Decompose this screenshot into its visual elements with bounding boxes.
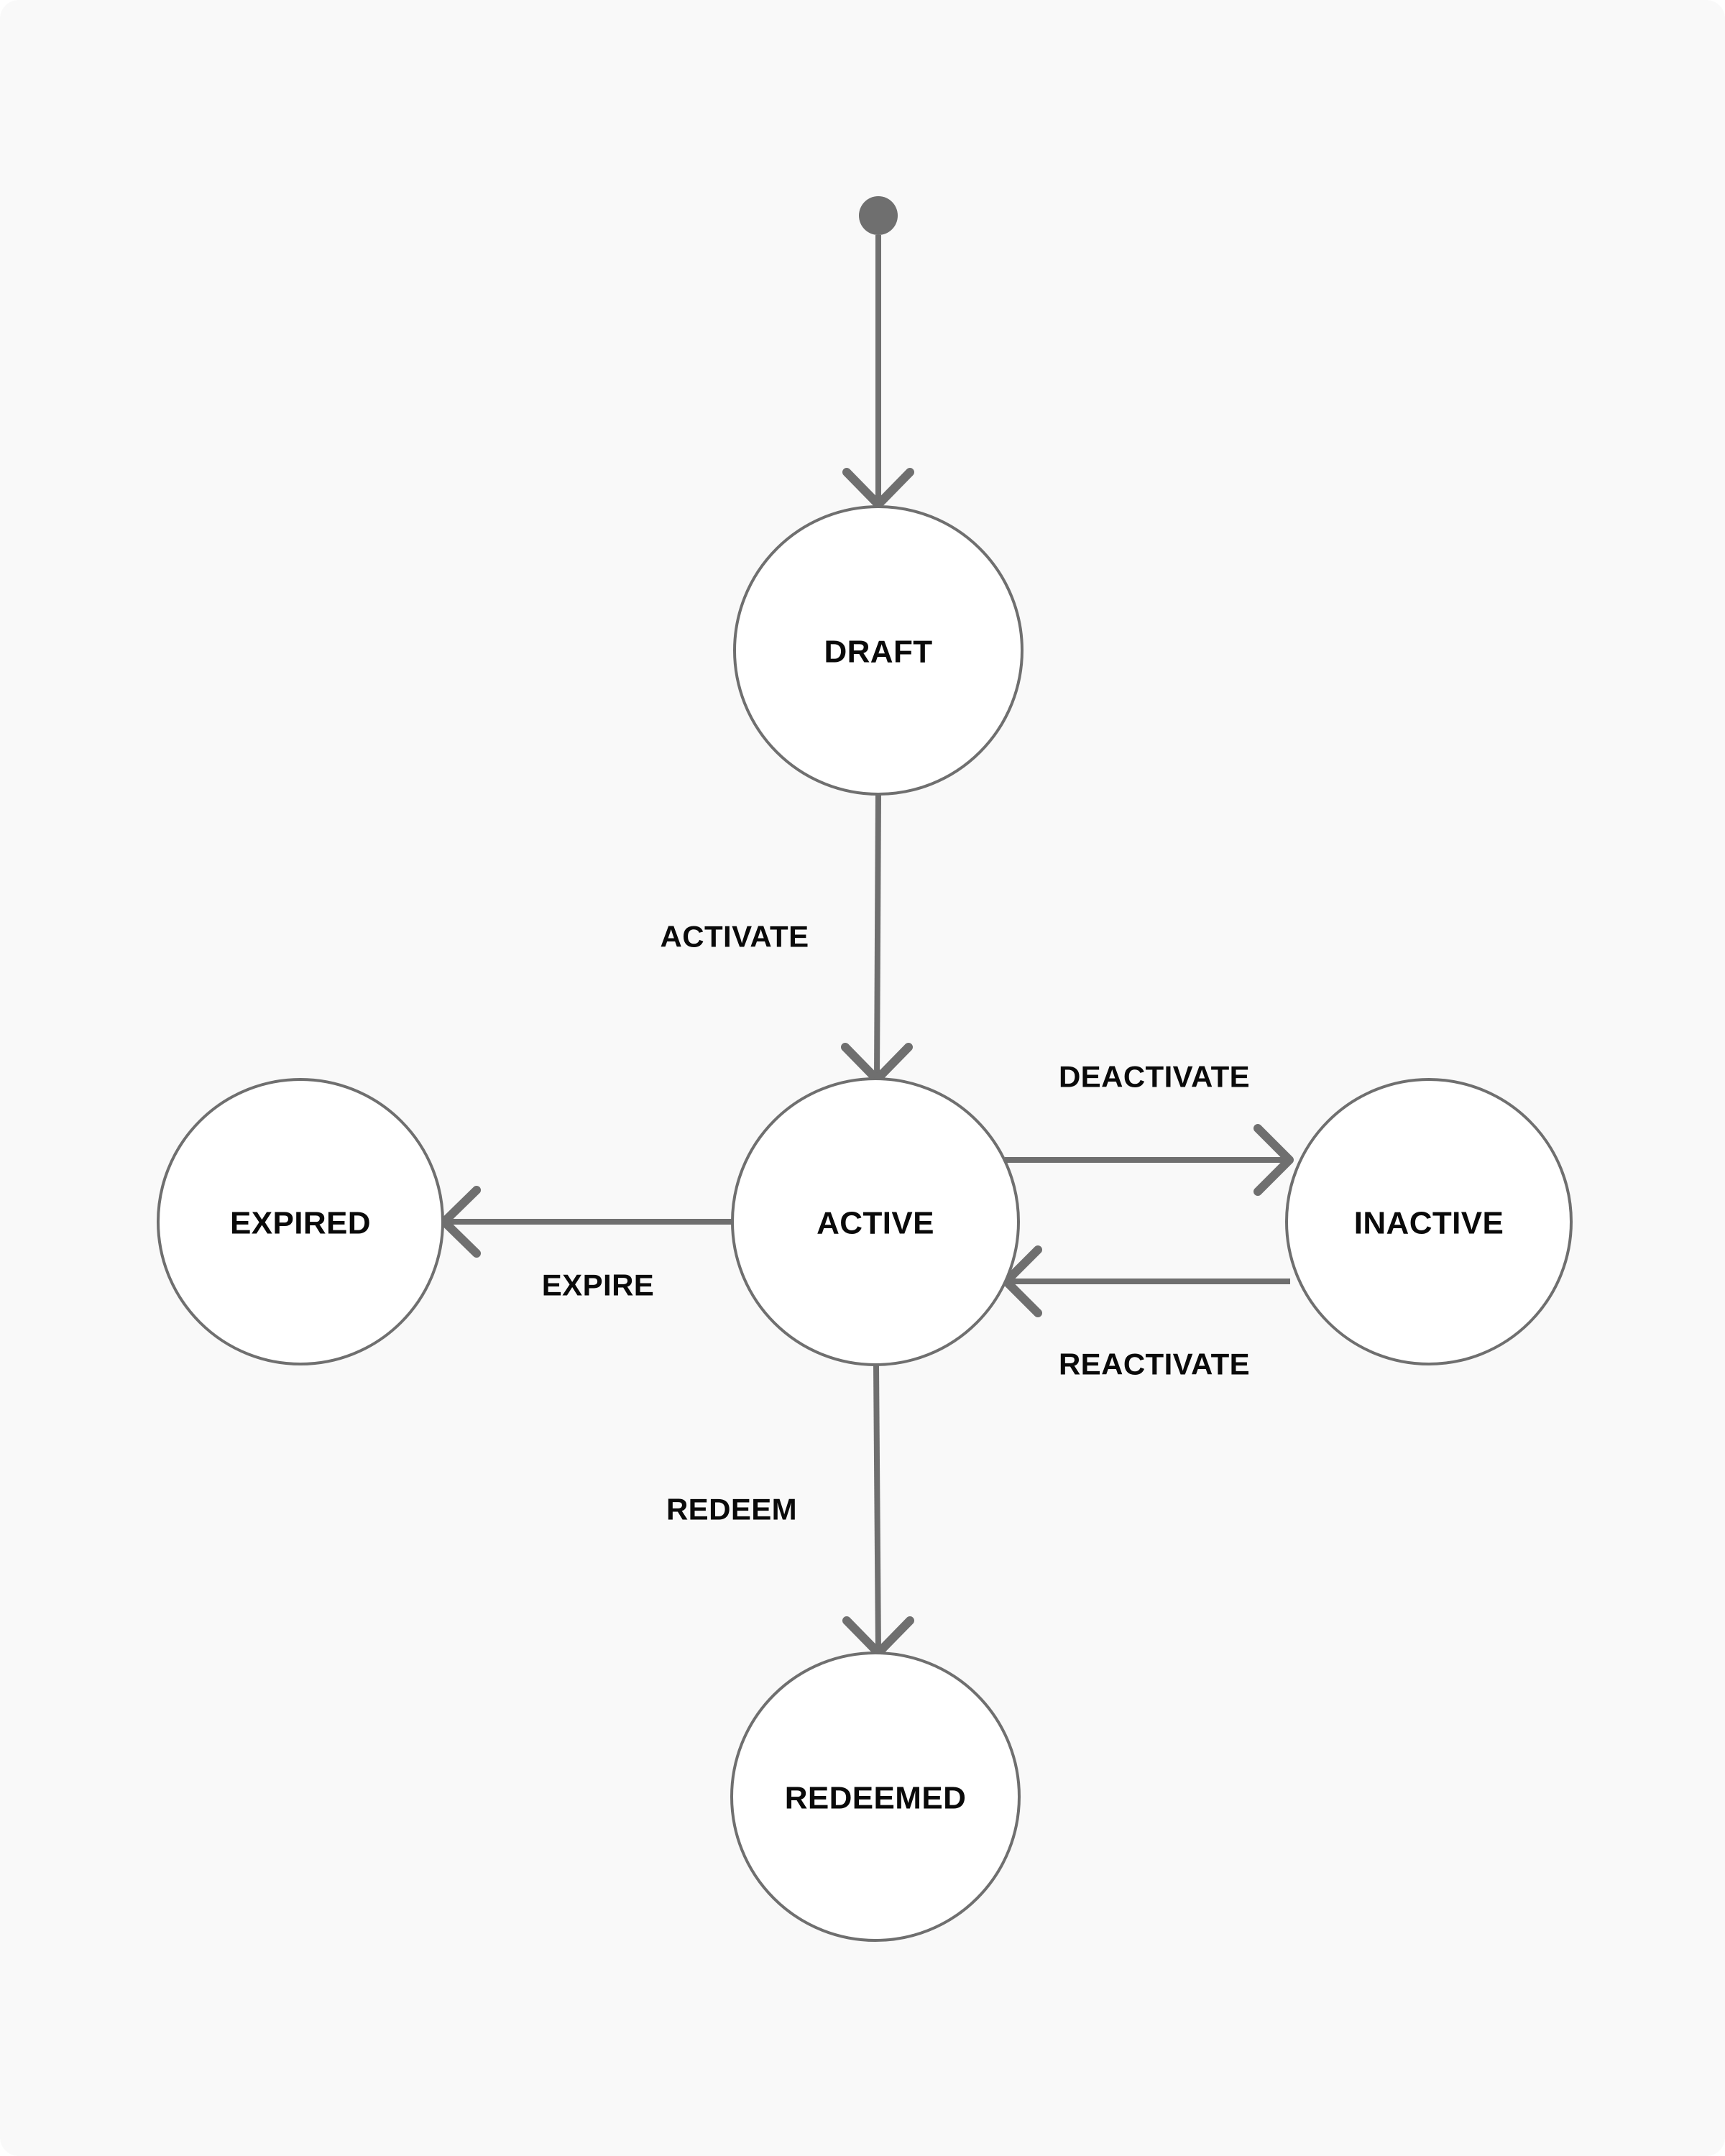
edge-active-to-redeemed: REDEEM (666, 1364, 914, 1657)
edge-inactive-to-active: REACTIVATE (1002, 1245, 1290, 1381)
state-node-draft[interactable]: DRAFT (733, 505, 1024, 796)
edge-label-redeem: REDEEM (666, 1493, 797, 1526)
state-node-expired-label: EXPIRED (230, 1206, 371, 1241)
state-node-draft-circle[interactable] (733, 505, 1024, 796)
state-node-inactive-label: INACTIVE (1354, 1206, 1504, 1241)
start-node[interactable] (859, 196, 898, 235)
state-node-active-label: ACTIVE (816, 1206, 934, 1241)
state-node-active-circle[interactable] (731, 1077, 1020, 1366)
edge-label-expire: EXPIRE (542, 1268, 654, 1302)
edge-draft-to-active-line (874, 793, 881, 1079)
edge-active-to-redeemed-line (873, 1364, 881, 1652)
edge-label-deactivate: DEACTIVATE (1059, 1060, 1250, 1094)
edge-label-activate: ACTIVATE (661, 920, 809, 954)
edge-active-to-inactive-arrowhead (1254, 1124, 1294, 1196)
state-node-inactive-circle[interactable] (1285, 1078, 1573, 1365)
state-node-draft-label: DRAFT (824, 635, 932, 670)
edge-draft-to-active: ACTIVATE (661, 793, 913, 1084)
state-node-expired-circle[interactable] (157, 1078, 444, 1365)
edge-start-to-draft (842, 235, 914, 509)
state-node-redeemed-circle[interactable] (730, 1651, 1021, 1942)
edge-label-reactivate: REACTIVATE (1059, 1348, 1250, 1381)
state-node-inactive[interactable]: INACTIVE (1285, 1078, 1573, 1365)
state-node-expired[interactable]: EXPIRED (157, 1078, 444, 1365)
edge-active-to-expired: EXPIRE (440, 1186, 732, 1302)
state-node-redeemed[interactable]: REDEEMED (730, 1651, 1021, 1942)
state-node-redeemed-label: REDEEMED (785, 1781, 967, 1816)
edge-active-to-inactive: DEACTIVATE (1005, 1060, 1294, 1196)
edge-start-to-draft-arrowhead (842, 468, 914, 509)
state-node-active[interactable]: ACTIVE (731, 1077, 1020, 1366)
